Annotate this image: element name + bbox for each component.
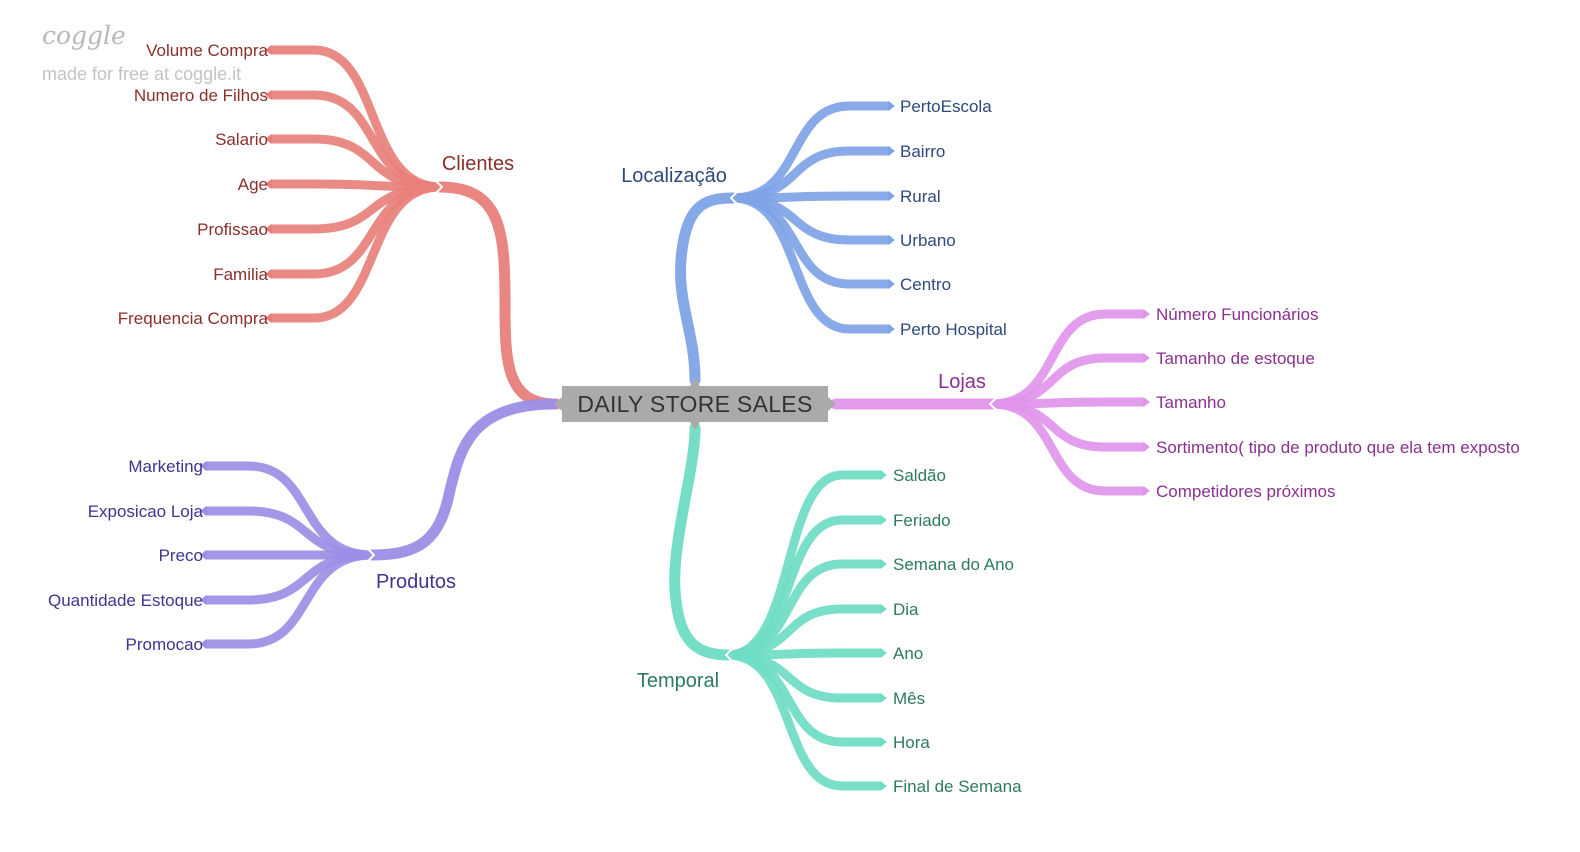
leaf-produtos[interactable]: Quantidade Estoque <box>48 591 203 610</box>
leaf-temporal[interactable]: Feriado <box>893 511 951 530</box>
connector-produtos-leaf <box>202 506 377 560</box>
leaf-produtos[interactable]: Marketing <box>128 457 203 476</box>
leaf-tip <box>888 324 895 334</box>
leaf-tip <box>880 781 887 791</box>
leaf-temporal[interactable]: Ano <box>893 644 923 663</box>
leaf-tip <box>265 45 272 55</box>
leaf-clientes[interactable]: Numero de Filhos <box>134 86 268 105</box>
leaf-tip <box>880 737 887 747</box>
coggle-logo: coggle <box>42 21 126 50</box>
connector-temporal-leaf <box>723 650 885 791</box>
connector-temporal <box>669 422 734 661</box>
branch-label-lojas[interactable]: Lojas <box>938 371 986 393</box>
leaf-tip <box>880 648 887 658</box>
leaf-temporal[interactable]: Saldão <box>893 466 946 485</box>
leaf-clientes[interactable]: Age <box>238 175 268 194</box>
leaf-produtos[interactable]: Exposicao Loja <box>88 502 204 521</box>
branch-label-produtos[interactable]: Produtos <box>376 571 456 593</box>
leaf-tip <box>1143 353 1150 363</box>
branch-label-localizacao[interactable]: Localização <box>621 165 727 187</box>
connector-clientes <box>434 181 562 410</box>
branch-label-temporal[interactable]: Temporal <box>637 670 719 692</box>
leaf-tip <box>265 313 272 323</box>
leaf-temporal[interactable]: Dia <box>893 600 919 619</box>
leaf-tip <box>880 470 887 480</box>
leaf-tip <box>200 506 207 516</box>
leaf-tip <box>880 515 887 525</box>
leaf-lojas[interactable]: Sortimento( tipo de produto que ela tem … <box>1156 438 1520 457</box>
leaf-localizacao[interactable]: Bairro <box>900 142 945 161</box>
leaf-tip <box>200 461 207 471</box>
hub-marker-localizacao <box>729 191 738 205</box>
hub-marker-produtos <box>367 548 376 562</box>
leaf-localizacao[interactable]: Perto Hospital <box>900 320 1007 339</box>
leaf-lojas[interactable]: Competidores próximos <box>1156 482 1336 501</box>
coggle-tagline: made for free at coggle.it <box>42 64 241 84</box>
leaf-tip <box>200 639 207 649</box>
leaf-clientes[interactable]: Familia <box>213 265 268 284</box>
leaf-tip <box>1143 397 1150 407</box>
leaf-tip <box>880 693 887 703</box>
leaf-lojas[interactable]: Tamanho <box>1156 393 1226 412</box>
leaf-tip <box>265 179 272 189</box>
leaf-clientes[interactable]: Salario <box>215 130 268 149</box>
leaf-tip <box>265 90 272 100</box>
leaf-produtos[interactable]: Promocao <box>126 635 203 654</box>
leaf-tip <box>1143 486 1150 496</box>
branch-label-clientes[interactable]: Clientes <box>442 153 514 175</box>
leaf-clientes[interactable]: Volume Compra <box>146 41 268 60</box>
leaf-tip <box>265 269 272 279</box>
leaf-lojas[interactable]: Número Funcionários <box>1156 305 1319 324</box>
leaf-tip <box>888 279 895 289</box>
leaf-tip <box>880 604 887 614</box>
connector-lojas-leaf <box>987 399 1148 496</box>
connector-localizacao-leaf <box>728 193 893 334</box>
leaf-localizacao[interactable]: Urbano <box>900 231 956 250</box>
leaf-tip <box>1143 442 1150 452</box>
connector-localizacao <box>675 192 739 386</box>
leaf-tip <box>1143 309 1150 319</box>
leaf-clientes[interactable]: Profissao <box>197 220 268 239</box>
connector-produtos <box>366 398 560 561</box>
leaf-temporal[interactable]: Final de Semana <box>893 777 1022 796</box>
leaf-clientes[interactable]: Frequencia Compra <box>118 309 269 328</box>
hub-marker-temporal <box>724 648 733 662</box>
leaf-localizacao[interactable]: Centro <box>900 275 951 294</box>
leaf-tip <box>265 134 272 144</box>
leaf-tip <box>200 595 207 605</box>
leaf-temporal[interactable]: Semana do Ano <box>893 555 1014 574</box>
connector-clientes-leaf <box>267 182 445 323</box>
leaf-tip <box>888 146 895 156</box>
center-node[interactable]: DAILY STORE SALES <box>554 378 836 430</box>
leaf-tip <box>888 101 895 111</box>
leaf-tip <box>888 191 895 201</box>
leaf-tip <box>880 559 887 569</box>
leaf-tip <box>888 235 895 245</box>
hub-marker-lojas <box>988 397 997 411</box>
leaf-temporal[interactable]: Mês <box>893 689 925 708</box>
center-label: DAILY STORE SALES <box>577 391 812 417</box>
leaf-localizacao[interactable]: PertoEscola <box>900 97 992 116</box>
leaf-tip <box>200 550 207 560</box>
leaf-produtos[interactable]: Preco <box>159 546 203 565</box>
leaf-lojas[interactable]: Tamanho de estoque <box>1156 349 1315 368</box>
hub-marker-clientes <box>435 180 444 194</box>
leaf-temporal[interactable]: Hora <box>893 733 930 752</box>
leaf-localizacao[interactable]: Rural <box>900 187 941 206</box>
leaf-tip <box>265 224 272 234</box>
connector-produtos-leaf <box>202 550 377 649</box>
